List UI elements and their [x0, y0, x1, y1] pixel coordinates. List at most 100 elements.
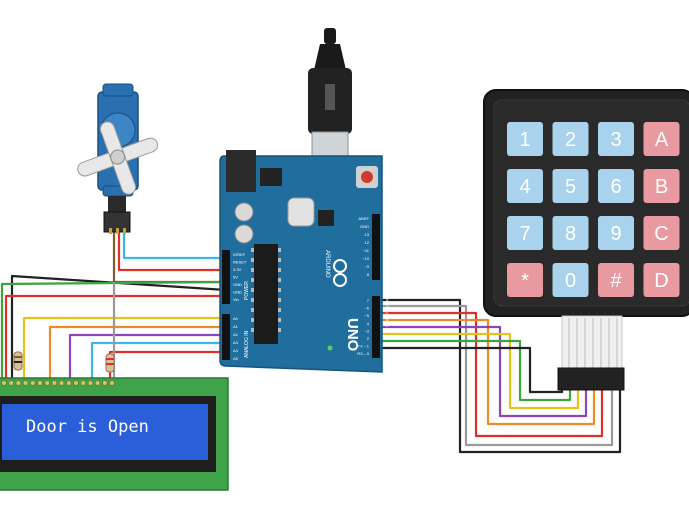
wire-d6[interactable] [382, 318, 596, 426]
analog-header[interactable] [222, 314, 230, 360]
wire-servo-power[interactable] [117, 232, 226, 272]
lcd-pin[interactable] [73, 380, 79, 386]
lcd-pin[interactable] [87, 380, 93, 386]
key-hash[interactable]: # [598, 263, 634, 297]
digital-header-bottom[interactable] [372, 296, 380, 358]
keypad-ribbon [561, 315, 623, 371]
pin-label: TX→1 [358, 344, 370, 349]
servo-horn[interactable] [66, 108, 171, 208]
key-1[interactable]: 1 [507, 122, 543, 156]
power-header[interactable] [222, 250, 230, 304]
servo-cable [108, 196, 126, 214]
wire-d7[interactable] [382, 311, 604, 438]
lcd-pin[interactable] [94, 380, 101, 386]
pin-label: 13 [365, 232, 370, 237]
key-label: 6 [610, 176, 621, 198]
key-7[interactable]: 7 [507, 216, 543, 250]
lcd-pin[interactable] [8, 380, 14, 386]
key-label: 4 [519, 176, 530, 198]
power-led [327, 345, 333, 351]
key-2[interactable]: 2 [552, 122, 589, 156]
wire-d2[interactable] [382, 346, 564, 394]
key-label: 0 [565, 270, 576, 292]
key-label: 9 [610, 223, 621, 245]
pin-label: 4 [367, 321, 370, 326]
lcd-pin[interactable] [1, 380, 7, 386]
crystal [287, 197, 315, 227]
wire-d9[interactable] [382, 298, 622, 454]
wire-d3[interactable] [382, 339, 572, 402]
usb-strain-relief [314, 44, 346, 70]
key-5[interactable]: 5 [552, 169, 589, 203]
key-label: 5 [565, 176, 576, 198]
key-C[interactable]: C [643, 216, 680, 250]
chip-legs [251, 248, 281, 332]
wire-a1[interactable] [48, 325, 228, 378]
lcd-text: Door is Open [26, 417, 149, 437]
key-label: * [521, 270, 529, 292]
key-4[interactable]: 4 [507, 169, 543, 203]
servo-pin-2 [116, 228, 119, 234]
pin-label: AREF [358, 216, 369, 221]
wire-a4[interactable] [108, 350, 228, 378]
key-3[interactable]: 3 [598, 122, 634, 156]
keypad-connector[interactable] [557, 367, 625, 391]
pin-label: ~11 [363, 248, 370, 253]
wire-a0[interactable] [22, 316, 228, 378]
lcd-pin[interactable] [58, 380, 65, 386]
wire-a2[interactable] [68, 333, 228, 378]
pin-label: GND [360, 224, 369, 229]
key-A[interactable]: A [643, 122, 680, 156]
key-9[interactable]: 9 [598, 216, 634, 250]
pin-label: GND [233, 290, 242, 295]
lcd-pin[interactable] [30, 380, 36, 386]
wire-lcd-vcc[interactable] [4, 294, 226, 378]
lcd-pin[interactable] [109, 380, 115, 386]
lcd-pin[interactable] [80, 380, 86, 386]
analog-header-label: ANALOG IN [244, 330, 250, 358]
key-label: 7 [519, 223, 530, 245]
arduino-uno-board[interactable]: UNO ARDUINO POWER ANALOG IN DIGITAL (PWM… [219, 150, 390, 373]
servo-mount-top [102, 83, 134, 97]
key-B[interactable]: B [643, 169, 680, 203]
lcd-pin[interactable] [66, 380, 72, 386]
servo-pin-3 [123, 228, 126, 234]
wire-d5[interactable] [382, 325, 588, 418]
lcd-pin[interactable] [15, 380, 22, 386]
pin-label: RX←0 [357, 351, 370, 356]
lcd-pin[interactable] [44, 380, 50, 386]
key-0[interactable]: 0 [552, 263, 589, 297]
atmega-chip [254, 244, 278, 344]
lcd-pin[interactable] [23, 380, 29, 386]
lcd-pin[interactable] [37, 380, 43, 386]
wire-d8[interactable] [382, 304, 614, 447]
pin-label: 5V [233, 275, 238, 280]
pin-label: A0 [233, 316, 239, 321]
wire-lcd-ground[interactable] [10, 274, 227, 378]
key-D[interactable]: D [643, 263, 680, 297]
wire-d4[interactable] [382, 332, 580, 410]
key-8[interactable]: 8 [552, 216, 589, 250]
lcd-pin[interactable] [51, 380, 58, 386]
resistor-2[interactable] [105, 353, 115, 373]
power-jack[interactable] [226, 150, 256, 192]
servo-pin-1 [109, 228, 112, 234]
voltage-regulator [260, 168, 282, 186]
digital-header-top[interactable] [372, 214, 380, 280]
lcd-16x2[interactable]: Door is Open [0, 377, 229, 491]
key-star[interactable]: * [507, 263, 543, 297]
wire-lcd-green[interactable] [0, 280, 227, 378]
key-6[interactable]: 6 [598, 169, 634, 203]
servo-motor[interactable] [66, 83, 171, 234]
resistor-1[interactable] [13, 351, 23, 371]
usb-icon [325, 84, 335, 110]
board-label: UNO [344, 318, 361, 352]
key-label: D [654, 270, 668, 292]
reset-button[interactable] [361, 171, 373, 183]
lcd-pin[interactable] [102, 380, 108, 386]
wire-a3[interactable] [90, 341, 228, 378]
